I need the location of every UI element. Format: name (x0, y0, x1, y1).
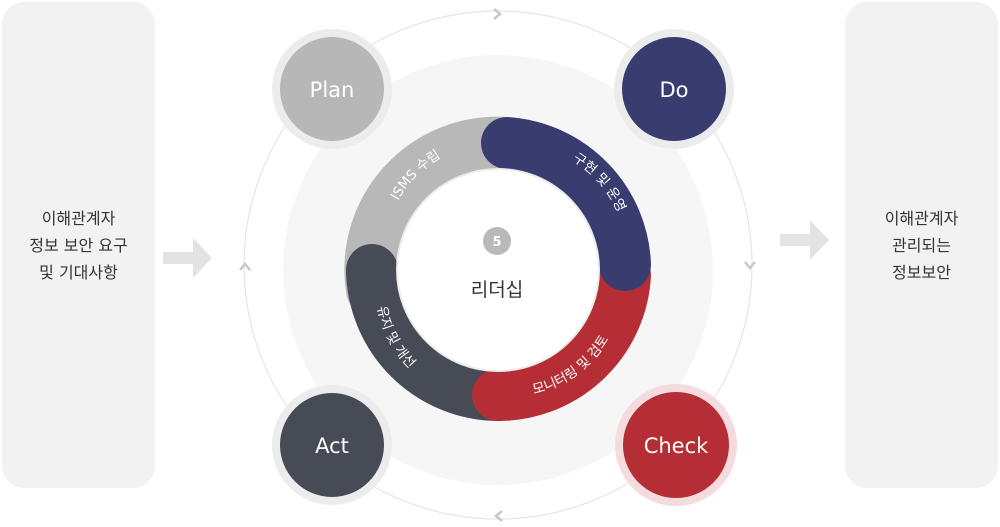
chevron-up-icon (239, 262, 251, 271)
managed-security-panel: 이해관계자 관리되는 정보보안 (845, 2, 998, 488)
center-number: 5 (492, 235, 501, 250)
phase-do: Do (614, 29, 734, 149)
stakeholder-requirements-text: 이해관계자 정보 보안 요구 및 기대사항 (29, 208, 128, 282)
stakeholder-requirements-panel: 이해관계자 정보 보안 요구 및 기대사항 (2, 2, 155, 488)
center-circle (396, 168, 600, 372)
phase-act: Act (272, 385, 392, 505)
phase-check: Check (615, 384, 737, 506)
chevron-down-icon (744, 261, 756, 270)
center-number-badge (483, 227, 511, 255)
arrow-right-icon (780, 220, 829, 260)
phase-check-label: Check (644, 434, 709, 458)
ring-segment-monitor (472, 249, 651, 422)
arrow-right-icon (163, 238, 212, 278)
phase-plan-label: Plan (310, 78, 355, 102)
chevron-right-icon (493, 8, 502, 20)
phase-do-label: Do (659, 78, 688, 102)
center-label: 리더십 (471, 279, 523, 301)
ring-segment-implement (481, 117, 651, 291)
ring-segment-improve (346, 244, 524, 421)
phase-plan: Plan (272, 29, 392, 149)
managed-security-text: 이해관계자 관리되는 정보보안 (884, 208, 959, 282)
chevron-left-icon (494, 510, 503, 522)
phase-act-label: Act (315, 434, 349, 458)
